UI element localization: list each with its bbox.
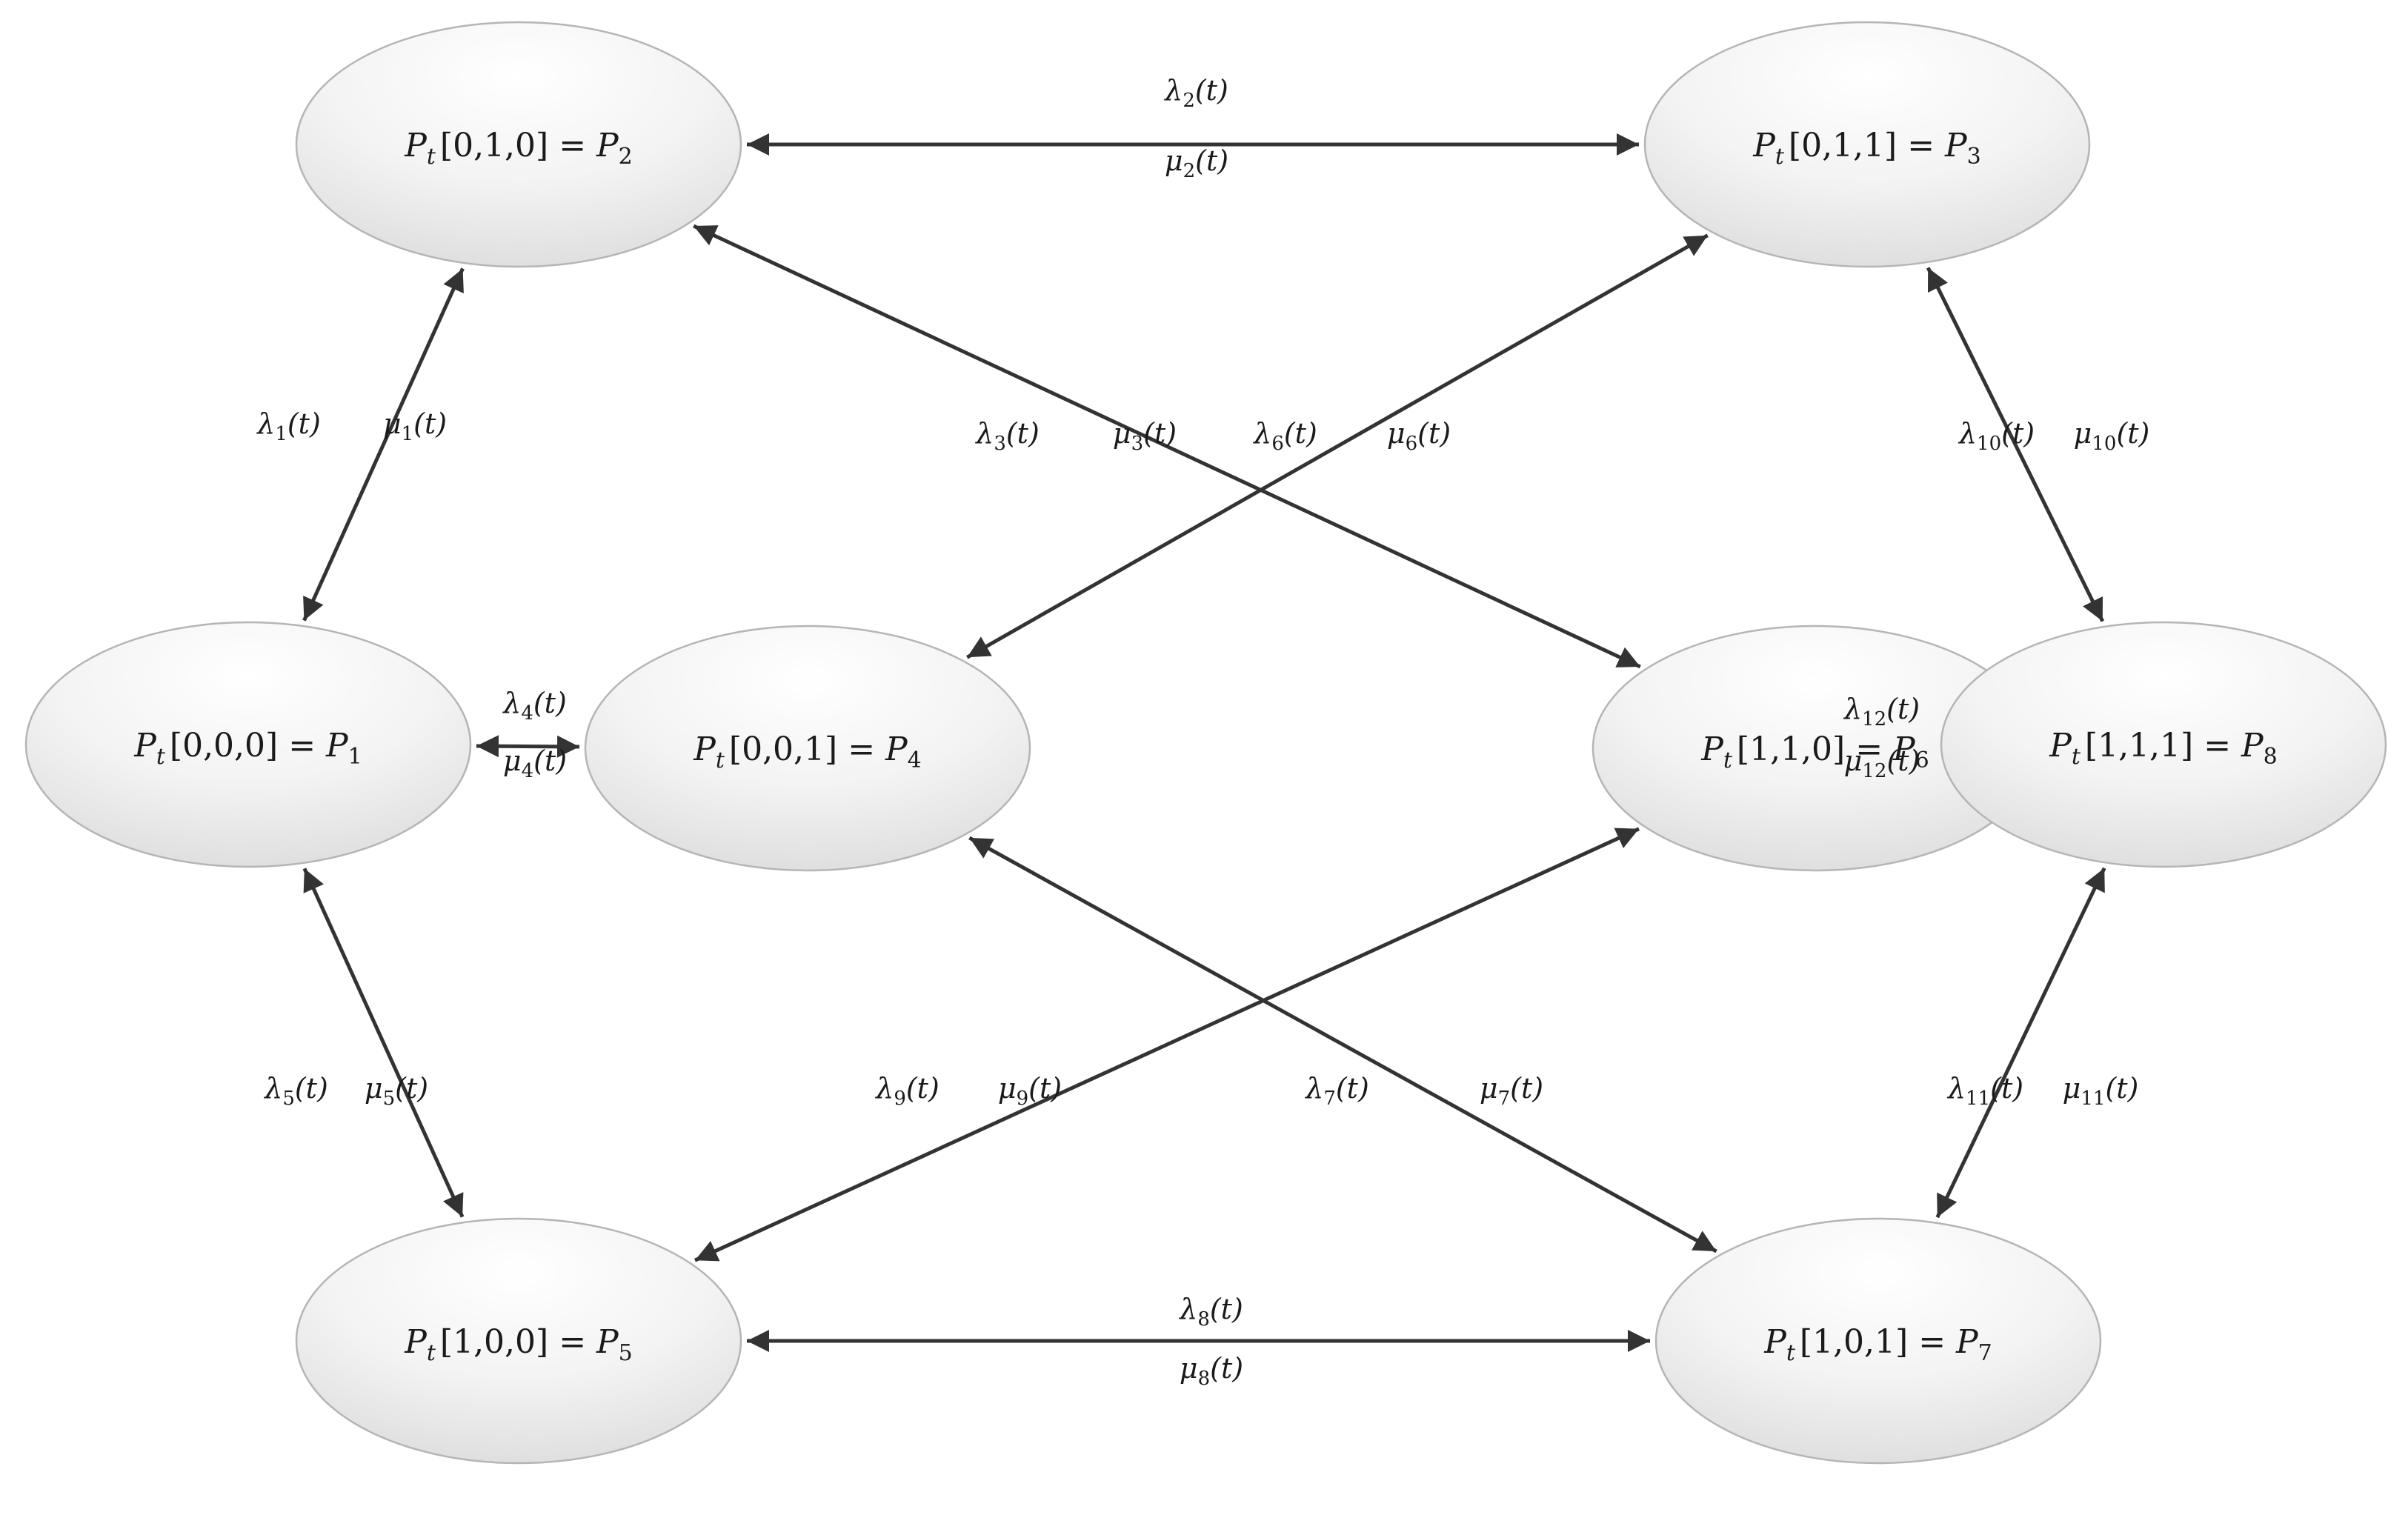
state-node-p8: Pt[1,1,1] = P8: [1940, 621, 2387, 868]
state-node-p2: Pt[0,1,0] = P2: [295, 21, 742, 268]
mu-label-e5: μ5(t): [365, 1072, 428, 1110]
mu-label-e2: μ2(t): [1165, 144, 1228, 182]
state-label: Pt[1,1,1] = P8: [2049, 727, 2278, 770]
state-node-p6: Pt[1,1,0] = P6: [1592, 625, 2039, 872]
state-node-p3: Pt[0,1,1] = P3: [1643, 21, 2091, 268]
state-label: Pt[0,1,1] = P3: [1752, 127, 1981, 170]
transition-arrow-e7: [968, 836, 1717, 1253]
lambda-label-e10: λ10(t): [1958, 417, 2035, 455]
lambda-label-e6: λ6(t): [1252, 417, 1317, 455]
mu-label-e6: μ6(t): [1387, 417, 1451, 455]
mu-label-e7: μ7(t): [1480, 1072, 1543, 1110]
lambda-label-e5: λ5(t): [263, 1072, 328, 1110]
transition-arrow-e6: [966, 233, 1709, 659]
transition-arrow-e1: [302, 267, 465, 622]
state-label: Pt[0,1,0] = P2: [404, 127, 633, 170]
state-ellipse: [1643, 21, 2091, 268]
lambda-label-e12: λ12(t): [1843, 693, 1920, 730]
mu-label-e3: μ3(t): [1113, 417, 1177, 455]
state-ellipse: [584, 625, 1031, 872]
state-ellipse: [1654, 1217, 2102, 1465]
state-label: Pt[1,0,1] = P7: [1763, 1323, 1992, 1366]
transition-arrow-e10: [1926, 267, 2105, 622]
state-ellipse: [24, 621, 472, 868]
lambda-label-e8: λ8(t): [1178, 1293, 1243, 1331]
lambda-label-e2: λ2(t): [1163, 74, 1228, 112]
mu-label-e9: μ9(t): [998, 1072, 1062, 1110]
lambda-label-e9: λ9(t): [874, 1072, 939, 1110]
lambda-label-e1: λ1(t): [256, 407, 321, 445]
transition-arrow-e11: [1935, 867, 2106, 1219]
state-ellipse: [1940, 621, 2387, 868]
mu-label-e1: μ1(t): [383, 407, 447, 445]
nodes: Pt[0,0,0] = P1 Pt[0,1,0] = P2 Pt[0,1,1] = …: [24, 21, 2387, 1465]
transition-arrow-e9: [694, 827, 1640, 1262]
state-node-p4: Pt[0,0,1] = P4: [584, 625, 1031, 872]
mu-label-e11: μ11(t): [2063, 1072, 2139, 1110]
lambda-label-e7: λ7(t): [1304, 1072, 1369, 1110]
mu-label-e8: μ8(t): [1180, 1352, 1243, 1390]
edge-labels: λ1(t) μ1(t) λ2(t) μ2(t) λ3(t) μ3(t) λ4(t) μ4(t)…: [256, 74, 2149, 1390]
lambda-label-e4: λ4(t): [502, 687, 567, 725]
state-node-p7: Pt[1,0,1] = P7: [1654, 1217, 2102, 1465]
transition-arrow-e4: [476, 735, 580, 758]
mu-label-e10: μ10(t): [2074, 417, 2150, 455]
state-label: Pt[0,0,0] = P1: [133, 727, 362, 770]
lambda-label-e3: λ3(t): [974, 417, 1040, 455]
state-node-p5: Pt[1,0,0] = P5: [295, 1217, 742, 1465]
mu-label-e12: μ12(t): [1844, 745, 1920, 782]
mu-label-e4: μ4(t): [503, 745, 567, 782]
state-label: Pt[0,0,1] = P4: [693, 730, 922, 773]
state-ellipse: [295, 1217, 742, 1465]
transition-arrow-e5: [302, 868, 465, 1218]
state-node-p1: Pt[0,0,0] = P1: [24, 621, 472, 868]
lambda-label-e11: λ11(t): [1946, 1072, 2023, 1110]
state-ellipse: [295, 21, 742, 268]
state-label: Pt[1,0,0] = P5: [404, 1323, 633, 1366]
state-label: Pt[1,1,0] = P6: [1700, 730, 1929, 773]
